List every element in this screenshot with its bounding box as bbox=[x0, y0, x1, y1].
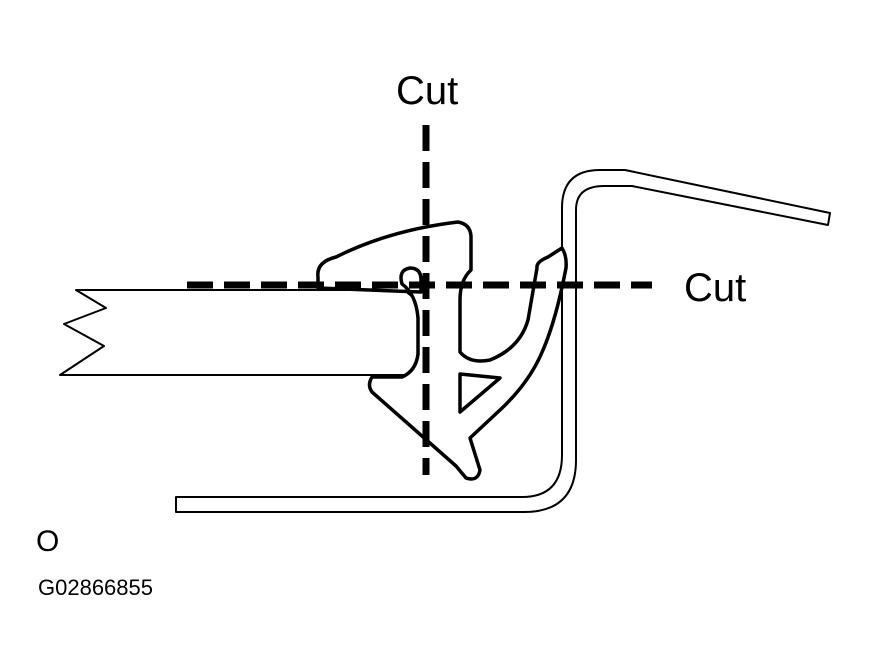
body-flange bbox=[175, 169, 831, 513]
view-marker: O bbox=[36, 525, 60, 558]
glass-panel bbox=[59, 289, 421, 376]
cut-vertical-label: Cut bbox=[396, 69, 459, 113]
figure-id: G02866855 bbox=[38, 575, 153, 600]
seal-void bbox=[458, 372, 502, 414]
cut-horizontal-label: Cut bbox=[684, 266, 747, 310]
weatherstrip-seal bbox=[316, 220, 568, 481]
